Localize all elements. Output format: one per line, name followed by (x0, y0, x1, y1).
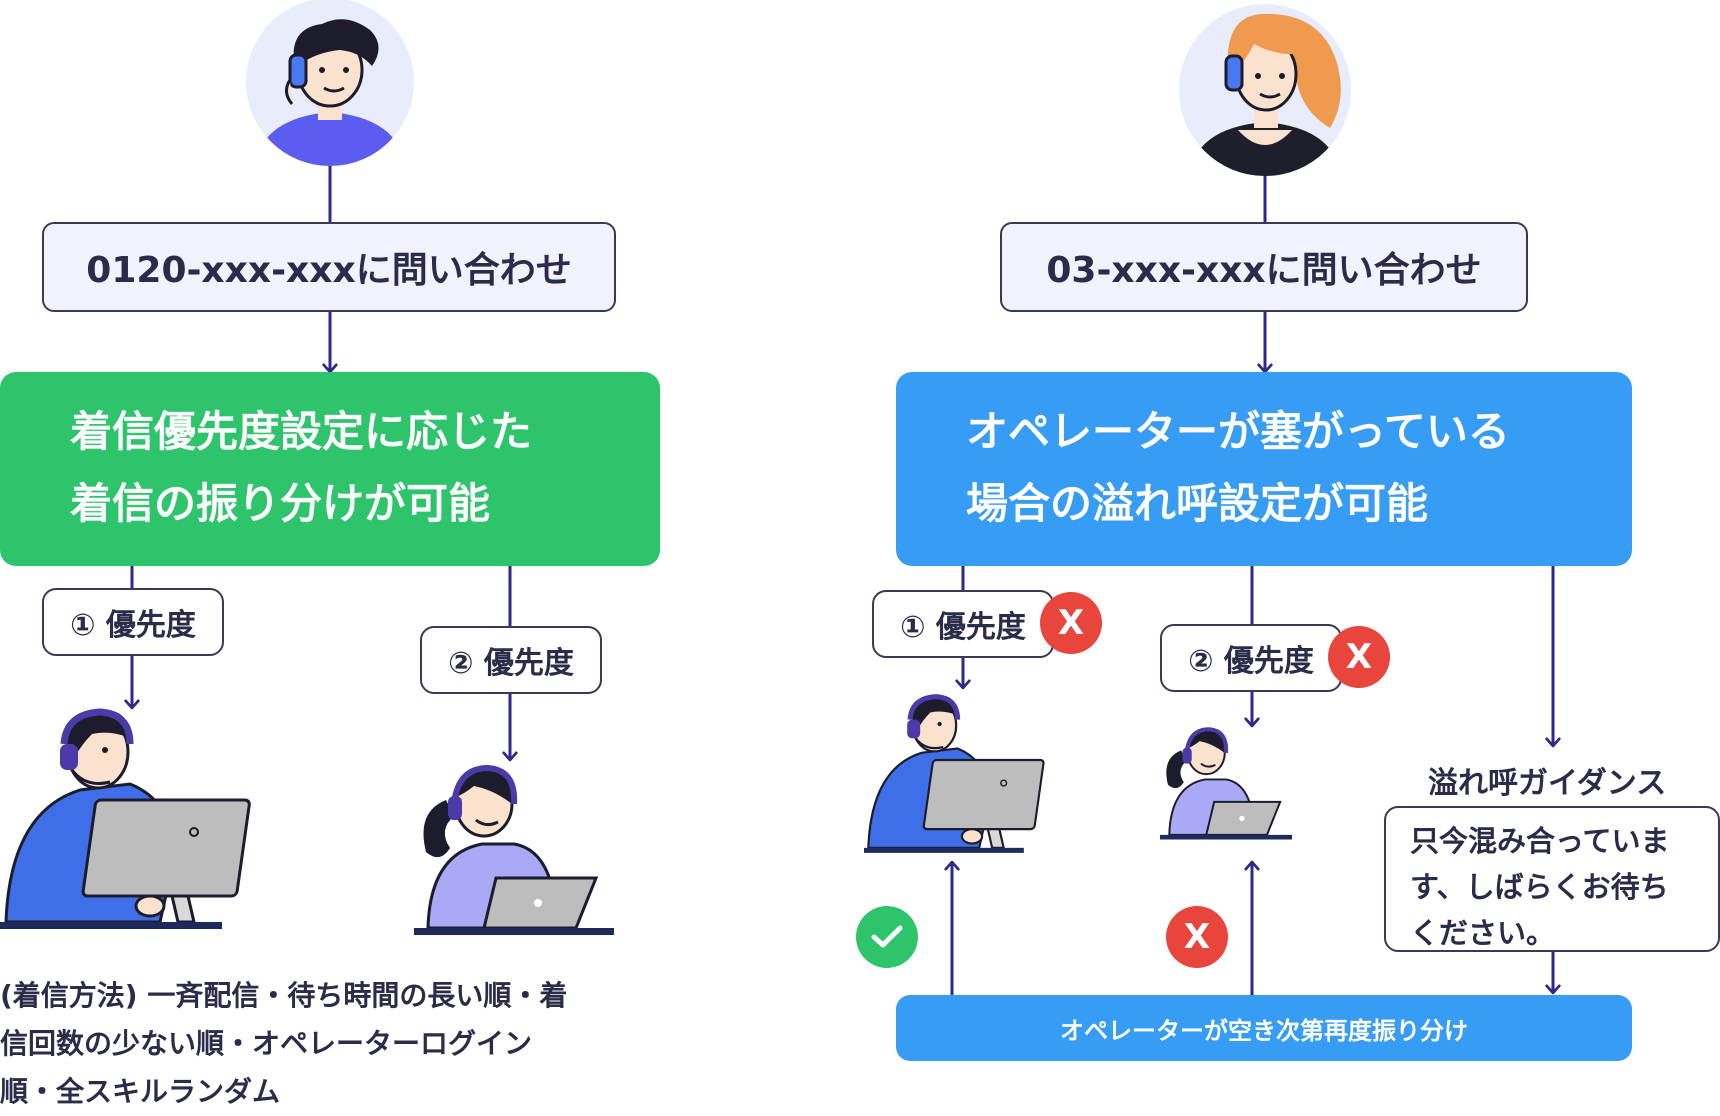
priority-1-pill-left: ① 優先度 (42, 588, 224, 656)
x-icon: X (1166, 906, 1228, 968)
banner-line-2: 着信の振り分けが可能 (70, 479, 491, 528)
method-line-1: (着信方法) 一斉配信・待ち時間の長い順・着 (0, 979, 568, 1012)
operator-woman-laptop (414, 764, 614, 935)
check-icon (856, 906, 918, 968)
phone-inquiry-box-left: 0120-xxx-xxxに問い合わせ (42, 222, 616, 312)
operator-woman-laptop (1160, 727, 1293, 840)
banner-line-1: 着信優先度設定に応じた (70, 407, 533, 456)
overflow-guidance-message: 只今混み合っていま す、しばらくお待ち ください。 (1384, 806, 1720, 952)
guidance-line-1: 只今混み合っていま (1410, 824, 1670, 858)
phone-inquiry-box-right: 03-xxx-xxxに問い合わせ (1000, 222, 1528, 312)
overflow-banner-blue: オペレーターが塞がっている 場合の溢れ呼設定が可能 (896, 372, 1632, 566)
method-line-2: 信回数の少ない順・オペレーターログイン (0, 1027, 533, 1060)
caller-man-avatar (246, 0, 414, 166)
routing-banner-green: 着信優先度設定に応じた 着信の振り分けが可能 (0, 372, 660, 566)
banner-line-2: 場合の溢れ呼設定が可能 (966, 479, 1429, 528)
method-line-3: 順・全スキルランダム (0, 1075, 281, 1108)
reassign-banner: オペレーターが空き次第再度振り分け (896, 995, 1632, 1061)
operator-man-desktop (0, 708, 251, 929)
connector-arrows (124, 160, 1561, 995)
routing-method-note: (着信方法) 一斉配信・待ち時間の長い順・着 信回数の少ない順・オペレーターログ… (0, 972, 567, 1116)
overflow-guidance-title: 溢れ呼ガイダンス (1428, 766, 1667, 801)
priority-2-pill-left: ② 優先度 (420, 626, 602, 694)
operator-man-desktop (864, 694, 1045, 853)
x-icon: X (1328, 626, 1390, 688)
guidance-line-3: ください。 (1410, 916, 1556, 950)
caller-woman-avatar (1179, 4, 1351, 176)
banner-line-1: オペレーターが塞がっている (966, 407, 1510, 456)
guidance-line-2: す、しばらくお待ち (1410, 870, 1669, 904)
priority-2-pill-right: ② 優先度 (1160, 624, 1342, 692)
x-icon: X (1040, 592, 1102, 654)
priority-1-pill-right: ① 優先度 (872, 590, 1054, 658)
